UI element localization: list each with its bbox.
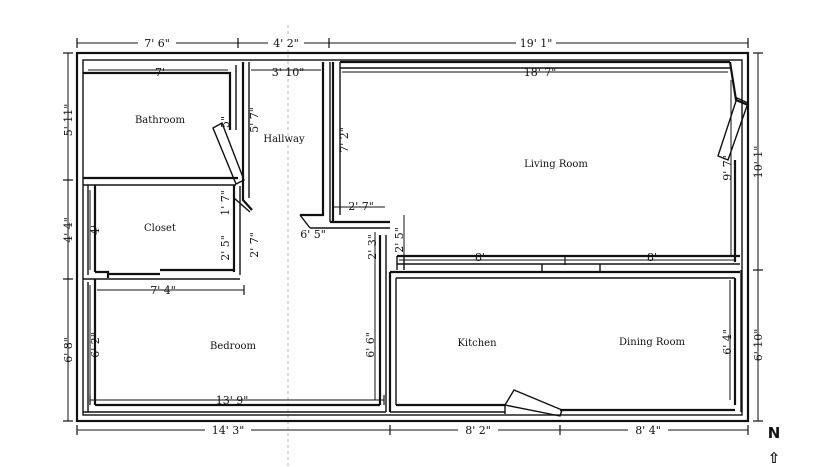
dim-living-right: 9' 7" xyxy=(721,155,734,181)
room-label-living-room: Living Room xyxy=(524,159,588,170)
closet-walls xyxy=(83,185,251,280)
dim-closet-height: 4' xyxy=(89,225,102,235)
dim-hall-low: 2' 7" xyxy=(248,232,261,258)
bottom-dimensions xyxy=(76,423,749,437)
north-arrow-icon: ⇧ xyxy=(768,449,781,467)
dim-left-3: 6' 8" xyxy=(62,337,75,363)
dim-bedroom-width: 13' 9" xyxy=(216,394,249,407)
right-dimensions xyxy=(753,52,763,422)
living-room-walls xyxy=(331,60,749,272)
dim-top-1: 7' 6" xyxy=(144,37,170,50)
dim-closet-low: 2' 5" xyxy=(219,235,232,261)
room-label-kitchen: Kitchen xyxy=(457,338,497,349)
dim-top-3: 19' 1" xyxy=(520,37,553,50)
left-dimensions xyxy=(63,52,73,422)
dim-right-2: 6' 10" xyxy=(752,329,765,362)
dim-bottom-2: 8' 2" xyxy=(465,424,491,437)
dim-living-width: 18' 7" xyxy=(524,66,557,79)
dim-hall-wall: 6' 5" xyxy=(300,228,326,241)
dim-bottom-1: 14' 3" xyxy=(212,424,245,437)
dim-bath-door: 5" xyxy=(219,116,232,128)
dim-left-2: 4' 4" xyxy=(62,217,75,243)
dim-living-low-b: 2' 5" xyxy=(393,227,406,253)
room-label-bathroom: Bathroom xyxy=(135,115,186,126)
room-label-bedroom: Bedroom xyxy=(210,341,256,352)
dim-bottom-3: 8' 4" xyxy=(635,424,661,437)
room-label-dining-room: Dining Room xyxy=(619,337,685,348)
room-label-closet: Closet xyxy=(144,223,176,234)
dim-bath-width: 7' xyxy=(155,66,165,79)
dim-hall-notch: 7' 2" xyxy=(338,127,351,153)
dim-closet-door: 1' 7" xyxy=(219,190,232,216)
dim-closet-width: 7' 4" xyxy=(150,284,176,297)
room-label-hallway: Hallway xyxy=(263,134,305,145)
top-dimensions xyxy=(76,36,749,50)
dim-living-low-a: 2' 3" xyxy=(366,234,379,260)
north-letter: N xyxy=(768,424,781,442)
bedroom-walls xyxy=(83,214,387,413)
dim-hall-width: 3' 10" xyxy=(272,66,305,79)
dim-left-1: 5' 11" xyxy=(62,104,75,137)
dim-right-1: 10' 1" xyxy=(752,146,765,179)
dim-counter-left: 8' xyxy=(475,251,485,264)
hallway-walls xyxy=(241,62,390,229)
dim-counter-right: 8' xyxy=(647,251,657,264)
dim-hall-len: 5' 7" xyxy=(248,107,261,133)
dim-bedroom-left: 6' 2" xyxy=(89,332,102,358)
kitchen-dining-walls xyxy=(388,270,742,417)
dim-hall-step: 2' 7" xyxy=(348,200,374,213)
outer-wall-inner xyxy=(82,59,743,416)
dim-bedroom-right: 6' 6" xyxy=(364,332,377,358)
dim-top-2: 4' 2" xyxy=(273,37,299,50)
outer-wall xyxy=(75,51,750,423)
dim-dining-right: 6' 4" xyxy=(721,329,734,355)
interior-dimension-lines xyxy=(88,69,735,405)
